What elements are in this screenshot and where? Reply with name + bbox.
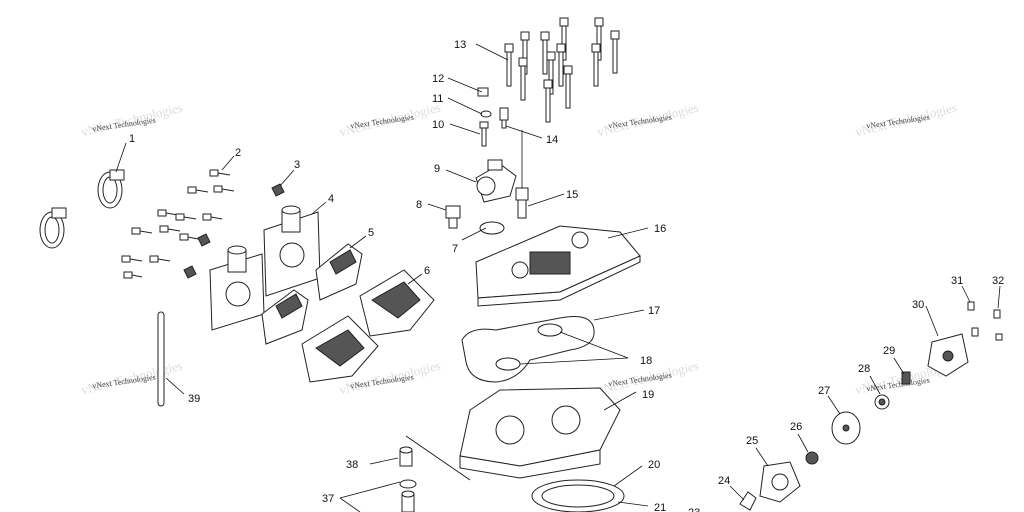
callout-13: 13 [454,39,466,51]
callout-5: 5 [368,227,374,239]
callout-29: 29 [883,345,895,357]
callout-25: 25 [746,435,758,447]
clip-group [183,183,285,279]
leader-lines [115,43,1001,512]
screw-part [967,301,1003,341]
head-gasket [461,316,595,383]
callout-10: 10 [432,119,444,131]
callout-26: 26 [790,421,802,433]
reed-valve [301,315,379,383]
hose-clamp-part [39,207,67,249]
callout-16: 16 [654,223,666,235]
pump-housing [927,333,969,377]
bolt-group [121,169,235,279]
reed-valve [359,269,435,337]
callout-8: 8 [416,199,422,211]
thermostat-housing [475,159,517,203]
impeller-part [831,411,861,445]
carb-adapter [209,245,265,331]
callout-38: 38 [346,459,358,471]
head-cover [475,225,641,307]
spring-part [901,371,911,385]
callout-20: 20 [648,459,660,471]
callout-23: 23 [688,507,700,512]
seal-part [874,394,890,410]
callout-32: 32 [992,275,1004,287]
hose-clamp-part [97,169,125,209]
washer-part [805,451,819,465]
reed-block [315,243,363,301]
callout-19: 19 [642,389,654,401]
o-ring [495,357,521,371]
rod-part [157,311,165,407]
spacer-part [399,479,417,512]
callout-18: 18 [640,355,652,367]
callout-12: 12 [432,73,444,85]
carb-adapter [263,205,321,297]
water-pump-cover [759,461,801,503]
o-ring [479,221,505,235]
cylinder-head [459,387,621,479]
callout-17: 17 [648,305,660,317]
callout-21: 21 [654,502,666,512]
callout-24: 24 [718,475,730,487]
callout-11: 11 [432,93,443,105]
fitting-part [399,446,413,467]
base-gasket [541,484,615,508]
callout-3: 3 [294,159,300,171]
callout-28: 28 [858,363,870,375]
callout-15: 15 [566,189,578,201]
callout-39: 39 [188,393,200,405]
callout-1: 1 [129,133,135,145]
fitting-part [739,491,757,511]
callout-6: 6 [424,265,430,277]
callout-9: 9 [434,163,440,175]
callout-27: 27 [818,385,830,397]
callout-labels: 1 2 3 4 5 6 7 8 9 10 11 12 13 14 15 16 1… [129,39,1004,512]
callout-14: 14 [546,134,558,146]
callout-30: 30 [912,299,924,311]
o-ring [537,323,563,337]
callout-31: 31 [951,275,963,287]
reed-block [261,289,309,345]
callout-2: 2 [235,147,241,159]
temperature-sensor [515,130,529,219]
small-fastener-group [477,87,509,147]
callout-37: 37 [322,493,334,505]
callout-4: 4 [328,193,334,205]
fitting-part [445,205,461,229]
callout-7: 7 [452,243,458,255]
long-bolt-group [504,17,620,123]
